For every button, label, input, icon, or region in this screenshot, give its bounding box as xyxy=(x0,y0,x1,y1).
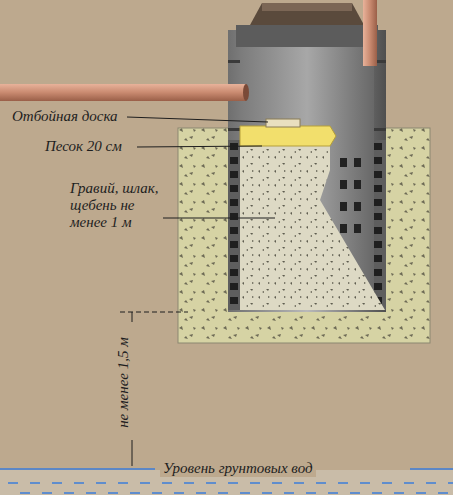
level-label: Уровень грунтовых вод xyxy=(160,460,316,477)
dimension-label: не менее 1,5 м xyxy=(114,337,131,428)
part-label: Песок 20 см xyxy=(45,138,122,155)
part-label: Гравий, шлак, щебень не менее 1 м xyxy=(70,180,166,231)
part-label: Отбойная доска xyxy=(12,108,118,125)
